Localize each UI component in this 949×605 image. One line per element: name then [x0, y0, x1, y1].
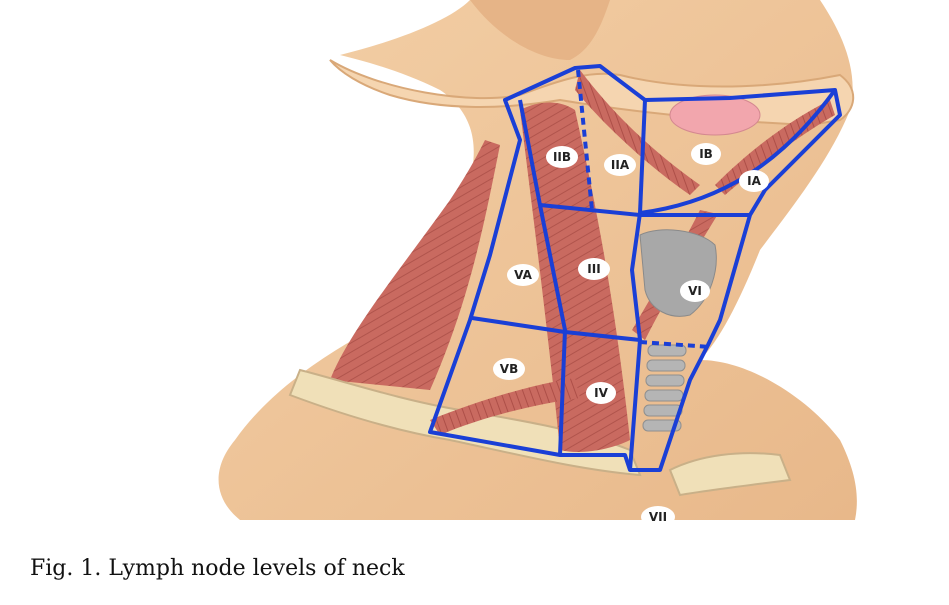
boundary-IA-IB — [639, 88, 837, 215]
clavicle-right — [668, 452, 792, 497]
boundary-central — [628, 212, 642, 471]
level-label-III: III — [578, 258, 610, 280]
level-label-VII: VII — [641, 506, 675, 528]
level-label-VI: VI — [680, 280, 710, 302]
svg-text:III: III — [587, 262, 600, 276]
digastric-anterior — [715, 100, 835, 195]
svg-text:VA: VA — [514, 268, 532, 282]
level-label-IV: IV — [586, 382, 616, 404]
digastric-muscle — [575, 70, 700, 195]
level-label-IA: IA — [739, 170, 769, 192]
svg-text:IB: IB — [699, 147, 713, 161]
trapezius-muscle — [330, 140, 500, 390]
figure-caption: Fig. 1. Lymph node levels of neck — [30, 556, 405, 581]
boundary-III-IV — [471, 316, 641, 342]
neck-anatomy-diagram: IIB IIA IB IA VA III VI VB IV VII — [218, 0, 857, 528]
svg-text:IIA: IIA — [611, 158, 630, 172]
boundary-I-II — [638, 99, 647, 214]
omohyoid-muscle — [430, 378, 580, 435]
trachea — [642, 344, 687, 432]
svg-text:IV: IV — [594, 386, 608, 400]
level-label-IB: IB — [691, 143, 721, 165]
outer-boundary — [428, 64, 842, 472]
level-label-VB: VB — [493, 358, 525, 380]
svg-text:IIB: IIB — [553, 150, 571, 164]
boundary-V-lateral — [518, 99, 567, 456]
ear-shading — [470, 0, 610, 60]
submandibular-gland — [669, 94, 761, 136]
svg-text:VB: VB — [500, 362, 518, 376]
svg-text:IA: IA — [747, 174, 761, 188]
level-label-IIB: IIB — [546, 146, 578, 168]
level-label-VA: VA — [507, 264, 539, 286]
svg-text:VII: VII — [649, 510, 667, 524]
level-boundaries — [428, 64, 842, 472]
svg-text:VI: VI — [688, 284, 702, 298]
level-label-IIA: IIA — [604, 154, 636, 176]
sternocleidomastoid-muscle — [520, 102, 630, 452]
